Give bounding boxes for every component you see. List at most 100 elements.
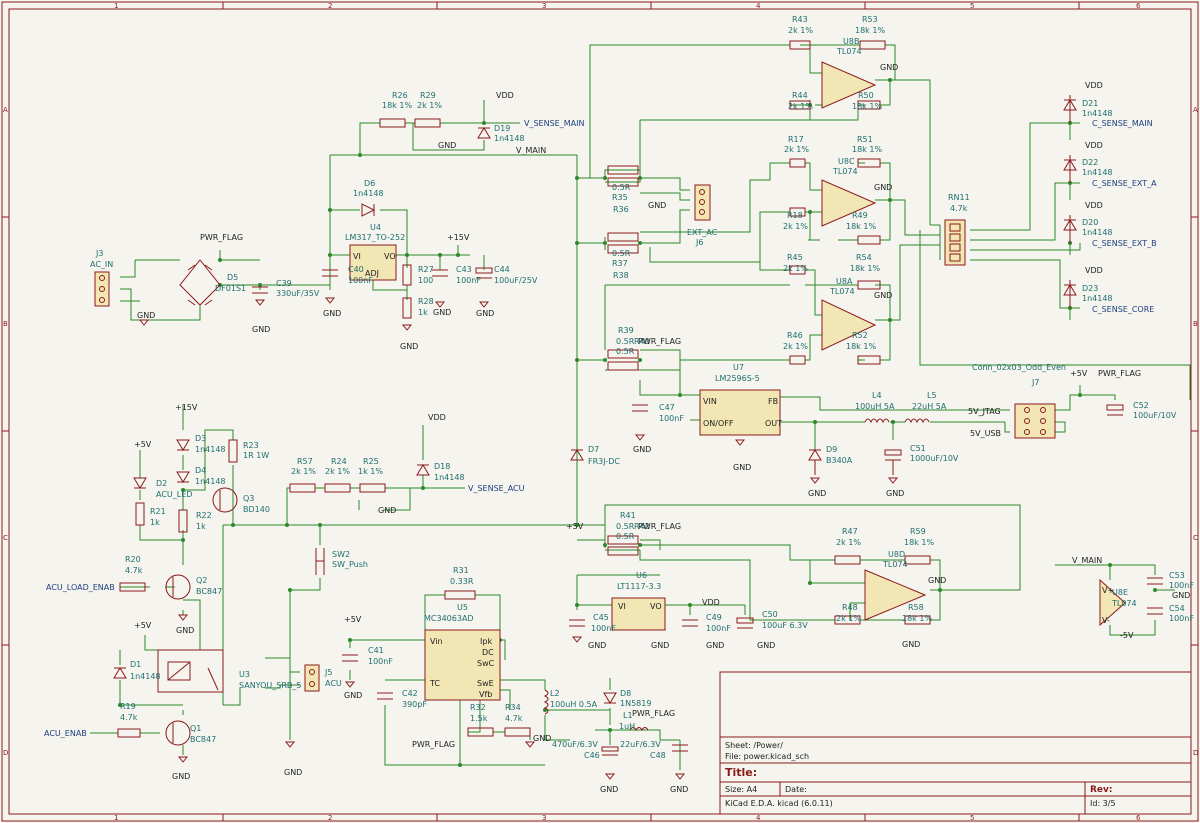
net-acu-enab: ACU_ENAB — [44, 729, 87, 738]
net-gnd-c41: GND — [344, 691, 362, 700]
pin-u8e-vminus: V- — [1102, 616, 1110, 625]
inner-frame — [8, 8, 1192, 815]
opamp-u8c — [821, 179, 877, 227]
net-gnd-c40: GND — [323, 309, 341, 318]
title-block: Sheet: /Power/ File: power.kicad_sch Tit… — [719, 671, 1192, 815]
label-l4-ref: L4 — [872, 391, 882, 400]
label-u6-ref: U6 — [636, 571, 647, 580]
diode-d21 — [1063, 95, 1077, 123]
label-c49-ref: C49 — [706, 613, 722, 622]
pin-u5-swe: SwE — [477, 679, 494, 688]
label-c50-ref: C50 — [762, 610, 778, 619]
shunt-r42 — [607, 546, 639, 556]
label-r32-ref: R32 — [470, 703, 486, 712]
net-gnd-r34: GND — [533, 734, 551, 743]
pin-u5-tc: TC — [429, 679, 440, 688]
resistor-r17 — [789, 158, 806, 168]
grid-labels: 1 2 3 4 5 6 1 2 3 4 5 6 A B C D A B C D — [3, 2, 1198, 822]
label-c50-val: 100uF 6.3V — [762, 621, 808, 630]
connector-j6 — [694, 184, 711, 221]
label-r29-val: 2k 1% — [417, 101, 442, 110]
cap-c49 — [682, 619, 698, 627]
shunt-r40 — [607, 361, 639, 371]
net-plus15-d3: +15V — [175, 403, 198, 412]
label-j5-ref: J5 — [324, 668, 332, 677]
label-r25-val: 1k 1% — [358, 467, 383, 476]
regulator-u7 — [699, 389, 781, 436]
pin-u4-vo: VO — [384, 252, 396, 261]
resistor-r26 — [379, 118, 406, 128]
label-d8-ref: D8 — [620, 689, 631, 698]
row-label-b: B — [3, 320, 8, 328]
label-d9-val: B340A — [826, 456, 853, 465]
net-5v-jtag: 5V_JTAG — [968, 407, 1001, 416]
title-sheet-label: Sheet: /Power/ — [725, 741, 783, 750]
label-r45-val: 2k 1% — [783, 264, 808, 273]
net-pwr-flag-c52: PWR_FLAG — [1098, 369, 1141, 378]
label-r58-ref: R58 — [908, 603, 924, 612]
label-d21-ref: D21 — [1082, 99, 1098, 108]
pin-u5-vfb: Vfb — [479, 690, 492, 699]
diode-d19 — [477, 127, 491, 139]
label-d1-val: 1n4148 — [130, 672, 161, 681]
resistor-r53 — [859, 40, 886, 50]
resistor-r57 — [289, 483, 316, 493]
label-r48-ref: R48 — [842, 603, 858, 612]
label-c43-val: 100nF — [456, 276, 481, 285]
label-d21-val: 1n4148 — [1082, 109, 1113, 118]
label-r54-val: 18k 1% — [850, 264, 880, 273]
net-gnd-u8c: GND — [874, 183, 892, 192]
label-u3-ref: U3 — [239, 670, 250, 679]
label-q3-ref: Q3 — [243, 494, 254, 503]
resistor-r58 — [904, 615, 931, 625]
label-r17-val: 2k 1% — [784, 145, 809, 154]
row-label-d: D — [3, 749, 8, 757]
label-c47-ref: C47 — [659, 403, 675, 412]
connector-j5 — [304, 664, 320, 692]
net-v-main-u8e: V_MAIN — [1072, 556, 1102, 565]
row-label-a: A — [3, 106, 8, 114]
cap-c40 — [322, 269, 338, 277]
cap-c44 — [475, 267, 493, 279]
resistor-r59 — [904, 555, 931, 565]
shunt-r37 — [607, 232, 639, 242]
label-r19-ref: R19 — [120, 702, 136, 711]
pin-u5-swc: SwC — [477, 659, 495, 668]
title-rev-label: Rev: — [1090, 785, 1113, 795]
net-c-sense-ext-b: C_SENSE_EXT_B — [1092, 239, 1157, 248]
net-gnd-c49: GND — [706, 641, 724, 650]
resistor-r21 — [135, 502, 145, 526]
label-r50-val: 18k 1% — [852, 102, 882, 111]
label-c39-val: 330uF/35V — [276, 289, 320, 298]
label-d7-ref: D7 — [588, 445, 599, 454]
label-r53-ref: R53 — [862, 15, 878, 24]
col-label-1: 1 — [114, 2, 118, 10]
pin-u7-onoff: ON/OFF — [703, 419, 734, 428]
label-r43-val: 2k 1% — [788, 26, 813, 35]
row-label-right-c: C — [1193, 534, 1198, 542]
label-u8c-val: TL074 — [832, 167, 858, 176]
diode-d9 — [808, 449, 822, 475]
net-gnd-r25: GND — [378, 506, 396, 515]
label-c41-ref: C41 — [368, 646, 384, 655]
cap-c50 — [736, 617, 754, 629]
label-j7-ref: J7 — [1031, 378, 1039, 387]
label-u8a-ref: U8A — [836, 277, 853, 286]
label-c51-val: 1000uF/10V — [910, 454, 959, 463]
label-r57-val: 2k 1% — [291, 467, 316, 476]
net-gnd-c48: GND — [670, 785, 688, 794]
label-q2-val: BC847 — [196, 587, 222, 596]
diode-d1 — [113, 667, 127, 679]
net-gnd-c47: GND — [633, 445, 651, 454]
pin-u5-ipk: Ipk — [480, 637, 492, 646]
label-d1-ref: D1 — [130, 660, 141, 669]
net-gnd-sw2: GND — [284, 768, 302, 777]
regulator-u4 — [349, 244, 397, 281]
label-d22-val: 1n4148 — [1082, 168, 1113, 177]
shunt-r39 — [607, 349, 639, 359]
label-r27-ref: R27 — [418, 265, 434, 274]
col-label-3: 3 — [542, 2, 546, 10]
label-c54-ref: C54 — [1169, 604, 1185, 613]
label-d4-val: 1n4148 — [195, 477, 226, 486]
